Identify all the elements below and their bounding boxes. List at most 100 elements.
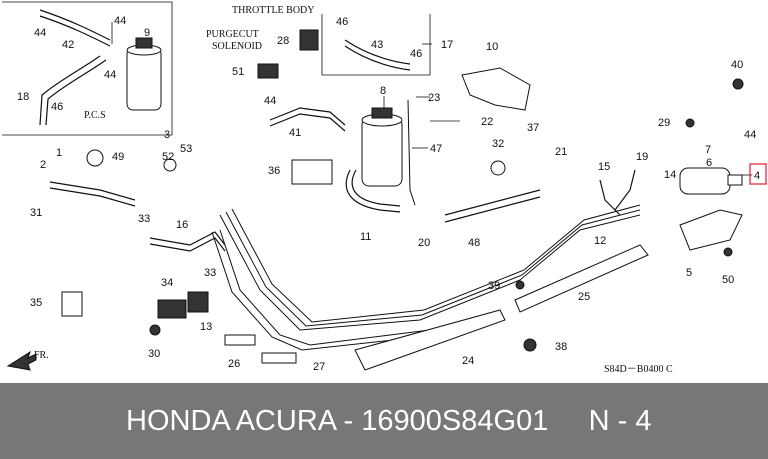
- hose-18: [39, 55, 101, 126]
- bolt-30: [149, 324, 161, 336]
- part-number-title: HONDA ACURA - 16900S84G01 N - 4: [126, 405, 652, 437]
- callout-16: 16: [176, 219, 188, 231]
- hose-43: [344, 39, 411, 65]
- callout-11: 11: [360, 231, 371, 243]
- hose-18-b: [45, 59, 107, 126]
- clamp-34: [157, 299, 187, 319]
- hose-48-b: [444, 196, 541, 223]
- callout-40: 40: [731, 59, 743, 71]
- callout-35: 35: [30, 297, 42, 309]
- callout-27: 27: [313, 361, 325, 373]
- throttle-inset-border: [321, 14, 431, 76]
- callout-34: 34: [161, 277, 173, 289]
- callout-37: 37: [527, 122, 539, 134]
- protector-24: [354, 309, 506, 371]
- highlight-part-4: [749, 163, 767, 185]
- hose-19: [614, 169, 636, 211]
- clamp-35: [61, 291, 83, 317]
- fuel-line-diagram: 1 2 3 4 5 6 7 8 9 10 11 12 13 14 15 16 1…: [2, 1, 767, 375]
- callout-46b: 46: [336, 16, 348, 28]
- canister-center: [361, 117, 403, 187]
- bolt-29: [685, 118, 695, 128]
- callout-29: 29: [658, 117, 670, 129]
- callout-7: 7: [705, 144, 711, 156]
- callout-24: 24: [462, 355, 474, 367]
- bolt-40: [732, 78, 744, 90]
- callout-8: 8: [380, 85, 386, 97]
- bolt-38: [523, 338, 537, 352]
- solenoid-28: [299, 29, 319, 51]
- callout-1: 1: [56, 147, 62, 159]
- line-31-b: [49, 187, 136, 207]
- hose-11-b: [351, 169, 401, 207]
- callout-51: 51: [232, 66, 244, 78]
- bolt-39: [515, 280, 525, 290]
- callout-19: 19: [636, 151, 648, 163]
- callout-38: 38: [555, 341, 567, 353]
- bracket-36: [291, 159, 333, 185]
- line-31: [49, 181, 136, 201]
- callout-33a: 33: [138, 213, 150, 225]
- callout-28: 28: [277, 35, 289, 47]
- footer-bar: HONDA ACURA - 16900S84G01 N - 4: [0, 383, 768, 459]
- callout-18: 18: [17, 91, 29, 103]
- grommet-52: [163, 158, 177, 172]
- callout-23: 23: [428, 92, 440, 104]
- callout-43: 43: [371, 39, 383, 51]
- callout-44d: 44: [264, 95, 276, 107]
- callout-4: 4: [754, 170, 760, 182]
- callout-44a: 44: [34, 27, 46, 39]
- fuel-line-main-2: [225, 209, 641, 327]
- callout-31: 31: [30, 207, 42, 219]
- canister-center-valve: [371, 107, 393, 119]
- callout-44c: 44: [104, 69, 116, 81]
- callout-21: 21: [555, 146, 567, 158]
- callout-9: 9: [144, 27, 150, 39]
- callout-53: 53: [180, 143, 192, 155]
- callout-2: 2: [40, 159, 46, 171]
- fuel-line-main-3: [231, 204, 641, 323]
- callout-33b: 33: [204, 267, 216, 279]
- inset-border: [2, 1, 173, 136]
- caption-front: FR.: [34, 350, 49, 361]
- hose-41: [269, 107, 346, 126]
- callout-22: 22: [481, 116, 493, 128]
- hose-16-b: [149, 237, 226, 252]
- bracket-26: [224, 334, 256, 346]
- callout-12: 12: [594, 235, 606, 247]
- callout-14: 14: [664, 169, 676, 181]
- callout-39: 39: [488, 280, 500, 292]
- canister-top-valve: [135, 37, 153, 49]
- filter-shield-5: [679, 209, 743, 251]
- grommet-1: [86, 149, 104, 167]
- bolt-50: [723, 247, 733, 257]
- callout-13: 13: [200, 321, 212, 333]
- fuel-line-main-1: [219, 214, 641, 331]
- hose-41-b: [269, 113, 346, 132]
- caption-pcs: P.C.S: [84, 110, 106, 121]
- callout-20: 20: [418, 237, 430, 249]
- caption-throttle-body: THROTTLE BODY: [232, 5, 315, 16]
- callout-32: 32: [492, 138, 504, 150]
- fuel-line-main-4: [219, 229, 431, 346]
- fuel-line-main-5: [211, 231, 431, 351]
- callout-6: 6: [706, 157, 712, 169]
- caption-purgecut-1: PURGECUT: [206, 29, 259, 40]
- callout-48: 48: [468, 237, 480, 249]
- hose-11: [345, 169, 401, 213]
- callout-46a: 46: [51, 101, 63, 113]
- callout-3: 3: [164, 129, 170, 141]
- protector-25: [514, 244, 649, 313]
- callout-25: 25: [578, 291, 590, 303]
- callout-30: 30: [148, 348, 160, 360]
- line-47: [407, 99, 416, 206]
- front-arrow-icon: [6, 350, 37, 371]
- caption-purgecut-2: SOLENOID: [212, 41, 262, 52]
- hose-42-b: [39, 15, 111, 47]
- callout-47: 47: [430, 143, 442, 155]
- caption-ref-code: S84D－B0400 C: [604, 364, 673, 375]
- fuel-filter: [679, 167, 731, 195]
- callout-41: 41: [289, 127, 301, 139]
- callout-15: 15: [598, 161, 610, 173]
- bracket-27: [261, 352, 297, 364]
